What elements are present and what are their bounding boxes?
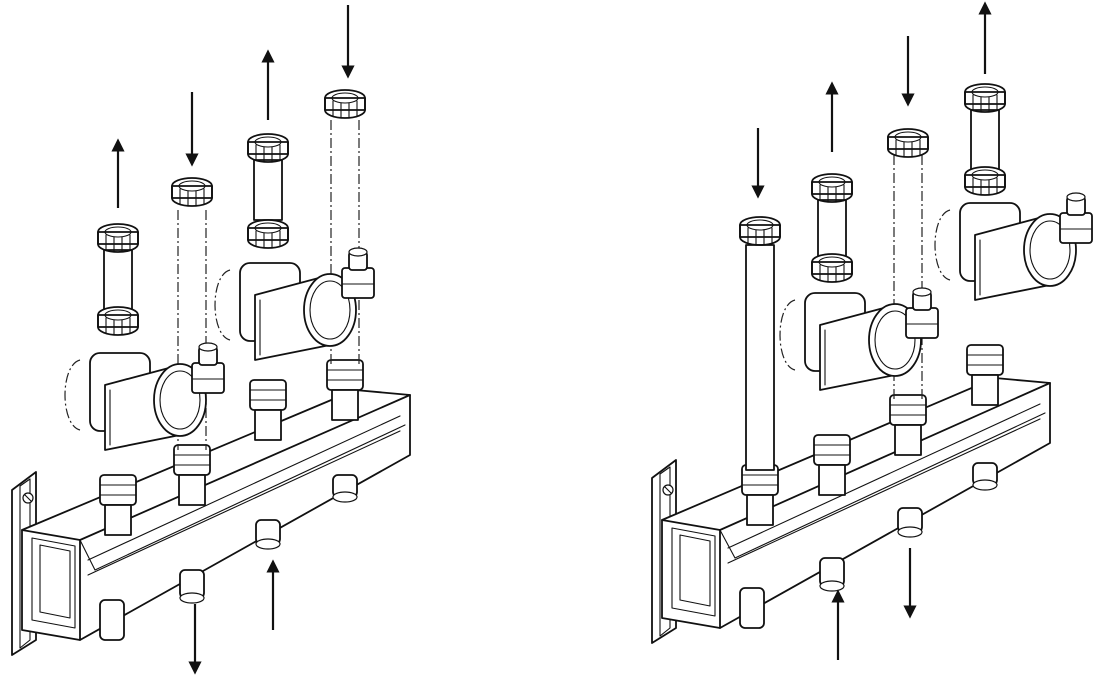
nut-left-3 bbox=[247, 133, 289, 163]
valve-right-2 bbox=[1059, 192, 1093, 244]
nut-left-1b bbox=[97, 306, 139, 336]
valve-right-1 bbox=[905, 287, 939, 339]
pump-2-left bbox=[214, 262, 357, 361]
lower-connections-right bbox=[739, 462, 998, 629]
nut-right-2 bbox=[811, 173, 853, 203]
nut-left-3b bbox=[247, 219, 289, 249]
valve-left-1 bbox=[191, 342, 225, 394]
pipe-right-1 bbox=[745, 244, 775, 471]
pump-1-right bbox=[779, 292, 922, 391]
nut-right-4b bbox=[964, 166, 1006, 196]
flow-arrows-left bbox=[111, 5, 355, 675]
nut-right-4 bbox=[964, 83, 1006, 113]
nut-right-1 bbox=[739, 216, 781, 246]
right-manifold-assembly bbox=[651, 1, 1093, 660]
flow-arrows-right bbox=[751, 1, 992, 660]
valve-left-2 bbox=[341, 247, 375, 299]
manifold-body-left bbox=[21, 389, 411, 641]
nut-left-2 bbox=[171, 177, 213, 207]
column-fitting-1 bbox=[99, 474, 137, 536]
column-fitting-r1 bbox=[741, 464, 779, 526]
column-fitting-2 bbox=[173, 444, 211, 506]
column-fitting-3 bbox=[249, 379, 287, 441]
pipe-left-3 bbox=[253, 159, 283, 221]
column-fitting-r3 bbox=[889, 394, 927, 456]
pipe-left-1 bbox=[103, 249, 133, 311]
column-fitting-4 bbox=[326, 359, 364, 421]
nut-left-4 bbox=[324, 89, 366, 119]
nut-right-3 bbox=[887, 128, 929, 158]
lower-connections-left bbox=[99, 474, 358, 641]
column-fitting-r2 bbox=[813, 434, 851, 496]
column-fitting-r4 bbox=[966, 344, 1004, 406]
pipe-right-4 bbox=[970, 109, 1000, 171]
left-manifold-assembly bbox=[11, 5, 411, 675]
manifold-body-right bbox=[661, 377, 1051, 629]
pipe-right-2 bbox=[817, 199, 847, 261]
nut-right-2b bbox=[811, 253, 853, 283]
nut-left-1 bbox=[97, 223, 139, 253]
pump-1-left bbox=[64, 352, 207, 451]
pump-2-right bbox=[934, 202, 1077, 301]
